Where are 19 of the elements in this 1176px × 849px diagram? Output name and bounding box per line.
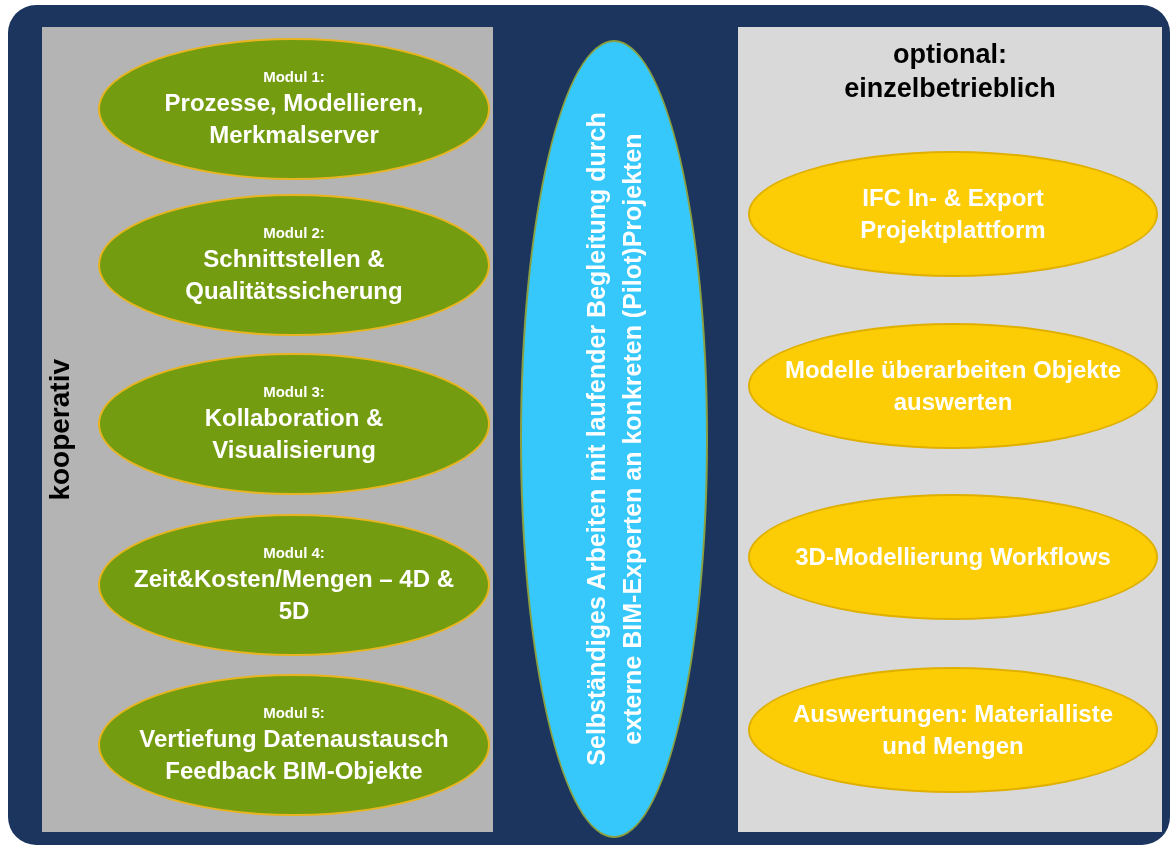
group-panel [738,27,1162,832]
module-title: Kollaboration & Visualisierung [203,403,385,465]
module-number: Modul 1: [263,67,325,87]
module-title: Auswertungen: Materialliste und Mengen [791,699,1115,761]
module-title: Modelle überarbeiten Objekte auswerten [783,355,1123,417]
panel-heading: kooperativ [43,358,76,501]
module-number: Modul 3: [263,382,325,402]
module-title: Schnittstellen & Qualitätssicherung [184,244,404,306]
module-title: Zeit&Kosten/Mengen – 4D & 5D [132,564,455,626]
panel-heading: optional: einzelbetrieblich [843,38,1057,105]
group-panel [42,27,493,832]
module-number: Modul 5: [263,703,325,723]
module-title: IFC In- & Export Projektplattform [859,183,1047,245]
module-number: Modul 4: [263,543,325,563]
module-title: Vertiefung Datenaustausch Feedback BIM-Objekte [138,724,450,786]
module-title: 3D-Modellierung Workflows [795,542,1111,572]
module-title: Prozesse, Modellieren, Merkmalserver [163,88,425,150]
vertical-text: Selbständiges Arbeiten mit laufender Begleitung durch externe BIM-Experten an konkreten (Pilot)Projekten [581,111,647,768]
module-number: Modul 2: [263,223,325,243]
